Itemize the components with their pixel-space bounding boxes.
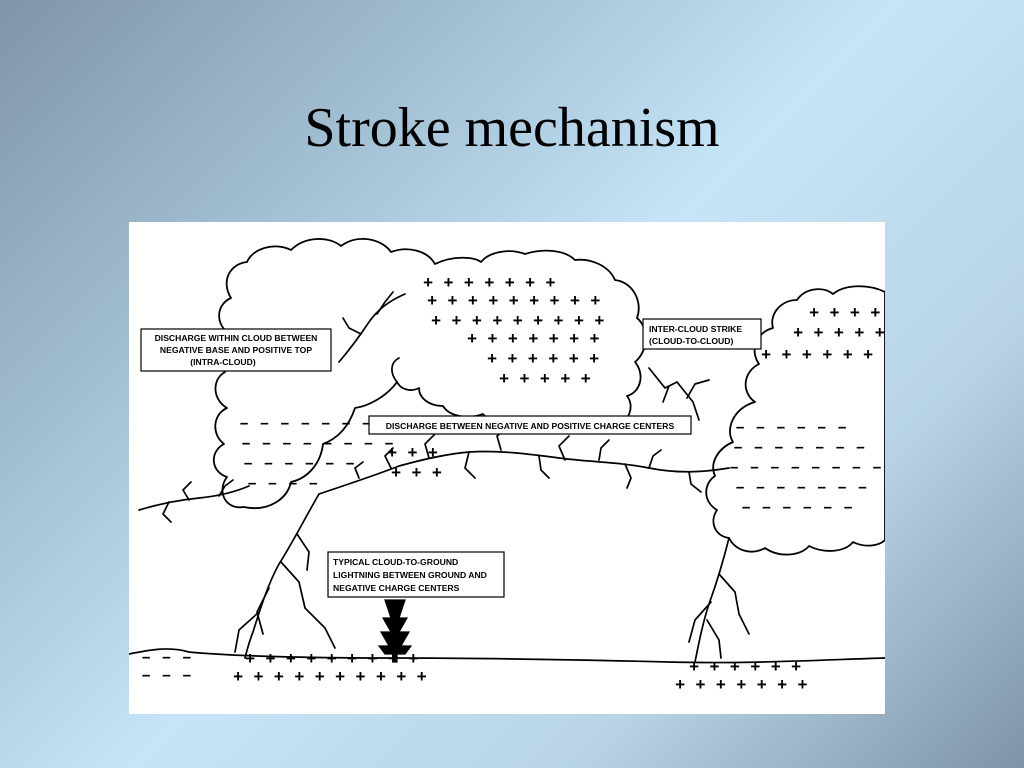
svg-text:+ + + + +: + + + + +	[499, 371, 591, 390]
svg-text:+ + + + + +: + + + + + +	[689, 659, 801, 678]
svg-text:– – –: – – –	[141, 667, 192, 686]
negative-charges-cloud-base: – – – – – – – – – – – – – – – – – – – – …	[239, 415, 442, 494]
svg-text:LIGHTNING BETWEEN GROUND AND: LIGHTNING BETWEEN GROUND AND	[333, 570, 487, 580]
svg-text:+ + + +: + + + +	[809, 305, 880, 324]
svg-text:+ + + + + + +: + + + + + + +	[675, 677, 808, 696]
label-inter-cloud: INTER-CLOUD STRIKE (CLOUD-TO-CLOUD)	[642, 318, 762, 350]
svg-text:– – – – – – – –: – – – – – – – –	[241, 435, 394, 454]
svg-text:– – –: – – –	[141, 649, 192, 668]
svg-text:+ + + + + +: + + + + + +	[761, 347, 873, 366]
svg-text:– – – – – – – –: – – – – – – – –	[729, 459, 882, 478]
svg-text:+ + + + + + + + + +: + + + + + + + + + +	[233, 669, 427, 688]
svg-text:+ + + + + + + + +: + + + + + + + + +	[245, 651, 418, 670]
svg-text:TYPICAL CLOUD-TO-GROUND: TYPICAL CLOUD-TO-GROUND	[333, 557, 458, 567]
label-charge-centers: DISCHARGE BETWEEN NEGATIVE AND POSITIVE …	[368, 415, 692, 435]
svg-text:+ + + + + + +: + + + + + + +	[467, 331, 600, 350]
svg-text:– – – – – –: – – – – – –	[741, 499, 853, 518]
svg-text:(CLOUD-TO-CLOUD): (CLOUD-TO-CLOUD)	[649, 336, 733, 346]
svg-text:+ + +: + + +	[391, 465, 442, 484]
svg-text:– – – – – – –: – – – – – – –	[733, 439, 866, 458]
tree	[377, 599, 413, 663]
slide-title: Stroke mechanism	[304, 97, 720, 159]
cloud-right	[705, 285, 885, 556]
svg-text:+ + + + +: + + + + +	[793, 325, 885, 344]
svg-text:+ + + + + +: + + + + + +	[487, 351, 599, 370]
svg-text:DISCHARGE BETWEEN NEGATIVE AND: DISCHARGE BETWEEN NEGATIVE AND POSITIVE …	[386, 421, 675, 431]
ground-charges: – – – – – – + + + + + + + + + + + + + + …	[141, 649, 808, 696]
charges-right-cloud: + + + + + + + + + + + + + + + – – – – – …	[729, 305, 885, 518]
label-cloud-to-ground: TYPICAL CLOUD-TO-GROUND LIGHTNING BETWEE…	[327, 551, 505, 598]
label-intra-cloud: DISCHARGE WITHIN CLOUD BETWEEN NEGATIVE …	[140, 328, 332, 372]
lightning-diagram: + + + + + + + + + + + + + + + + + + + + …	[129, 222, 885, 714]
lightning-bolts	[138, 291, 750, 663]
svg-text:+ + +: + + +	[387, 445, 438, 464]
svg-text:INTER-CLOUD STRIKE: INTER-CLOUD STRIKE	[649, 324, 742, 334]
svg-text:+ + + + + + + + +: + + + + + + + + +	[431, 313, 604, 332]
svg-text:– – – – – –: – – – – – –	[735, 419, 847, 438]
svg-text:(INTRA-CLOUD): (INTRA-CLOUD)	[190, 357, 256, 367]
svg-text:DISCHARGE WITHIN CLOUD BETWEEN: DISCHARGE WITHIN CLOUD BETWEEN	[155, 333, 318, 343]
svg-text:+ + + + + + +: + + + + + + +	[423, 275, 556, 294]
svg-text:NEGATIVE CHARGE CENTERS: NEGATIVE CHARGE CENTERS	[333, 583, 460, 593]
svg-text:+ + + + + + + + +: + + + + + + + + +	[427, 293, 600, 312]
positive-charges-cloud-top: + + + + + + + + + + + + + + + + + + + + …	[423, 275, 604, 390]
svg-text:– – – – – – –: – – – – – – –	[735, 479, 868, 498]
svg-text:– – – – – –: – – – – – –	[243, 455, 355, 474]
svg-text:– – – –: – – – –	[247, 475, 318, 494]
ground-line	[129, 648, 885, 664]
svg-text:– – – – – – –: – – – – – – –	[239, 415, 372, 434]
svg-text:NEGATIVE BASE AND POSITIVE TOP: NEGATIVE BASE AND POSITIVE TOP	[160, 345, 312, 355]
